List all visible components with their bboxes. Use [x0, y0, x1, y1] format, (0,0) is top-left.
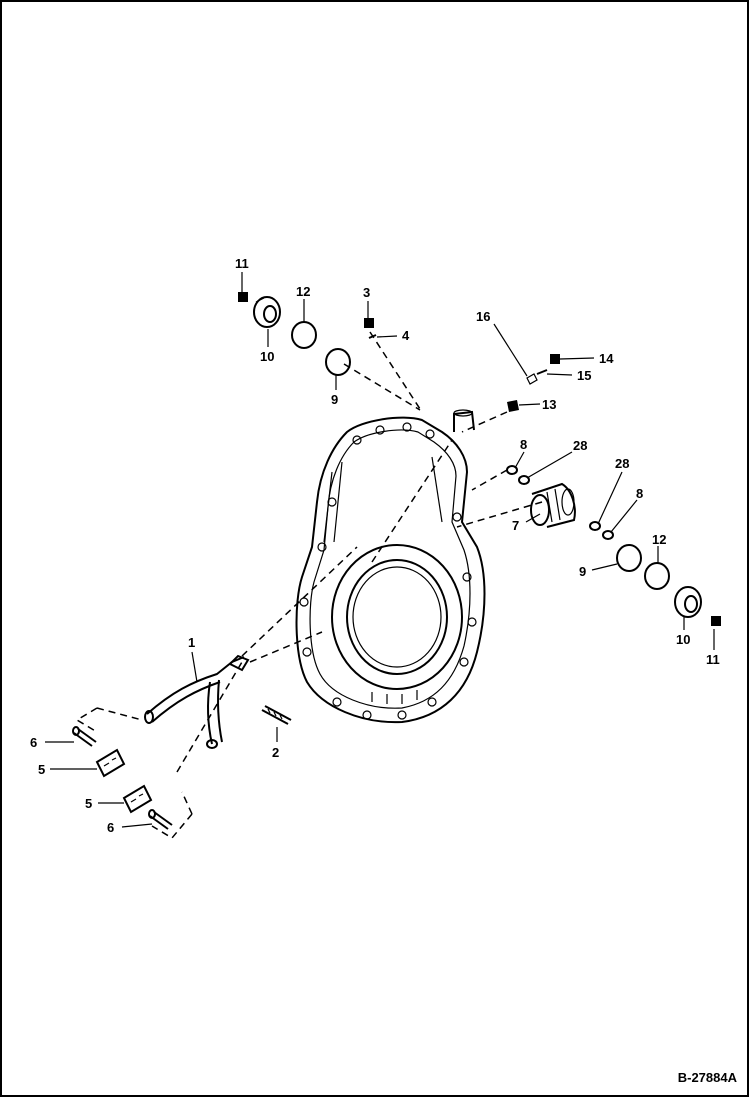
oring-9-right	[616, 544, 642, 572]
callout-2: 2	[272, 745, 279, 760]
callout-5-upper: 5	[38, 762, 45, 777]
pin-6-lower	[148, 809, 173, 830]
ring-8-lower	[602, 530, 614, 540]
callout-12-right: 12	[652, 532, 666, 547]
callout-9-right: 9	[579, 564, 586, 579]
callout-7: 7	[512, 518, 519, 533]
bolt-11-left	[238, 292, 248, 302]
leader-lines	[45, 272, 715, 828]
seal-10-left	[253, 296, 281, 328]
spool-7	[530, 482, 576, 528]
callout-5-lower: 5	[85, 796, 92, 811]
callout-8-lower: 8	[636, 486, 643, 501]
seal-10-right	[674, 586, 702, 618]
callout-10-right: 10	[676, 632, 690, 647]
callout-15: 15	[577, 368, 591, 383]
callout-11-right: 11	[706, 652, 720, 667]
oring-12-right	[644, 562, 670, 590]
pad-5-lower	[122, 784, 153, 814]
callout-14: 14	[599, 351, 614, 366]
callout-16: 16	[476, 309, 490, 324]
washer-15	[536, 369, 548, 375]
callout-9-left: 9	[331, 392, 338, 407]
bolt-2	[261, 705, 292, 725]
oring-9-left	[325, 348, 351, 376]
assembly-lines	[75, 331, 543, 839]
pin-6-upper	[72, 726, 97, 747]
housing	[295, 409, 486, 724]
callout-6-upper: 6	[30, 735, 37, 750]
callout-6-lower: 6	[107, 820, 114, 835]
callout-28-lower: 28	[615, 456, 629, 471]
bolt-11-right	[711, 616, 721, 626]
callout-1: 1	[188, 635, 195, 650]
ring-28-lower	[589, 521, 601, 531]
part-16	[526, 373, 538, 385]
plug-3	[364, 318, 374, 328]
callout-28-upper: 28	[573, 438, 587, 453]
callout-3: 3	[363, 285, 370, 300]
reference-code: B-27884A	[677, 1070, 737, 1085]
callout-10-left: 10	[260, 349, 274, 364]
fitting-14	[550, 354, 560, 364]
pad-5-upper	[95, 748, 126, 778]
callout-4: 4	[402, 328, 410, 343]
callout-13: 13	[542, 397, 556, 412]
callout-8-upper: 8	[520, 437, 527, 452]
ring-28-upper	[518, 475, 530, 485]
callout-11-left: 11	[235, 256, 249, 271]
callout-labels: 11 12 10 9 3 4 16 14 15 13 8 28 7 28 8 9…	[30, 256, 720, 835]
oring-12-left	[291, 321, 317, 349]
callout-12-left: 12	[296, 284, 310, 299]
shift-fork-1	[144, 654, 250, 749]
plug-13	[507, 400, 519, 412]
